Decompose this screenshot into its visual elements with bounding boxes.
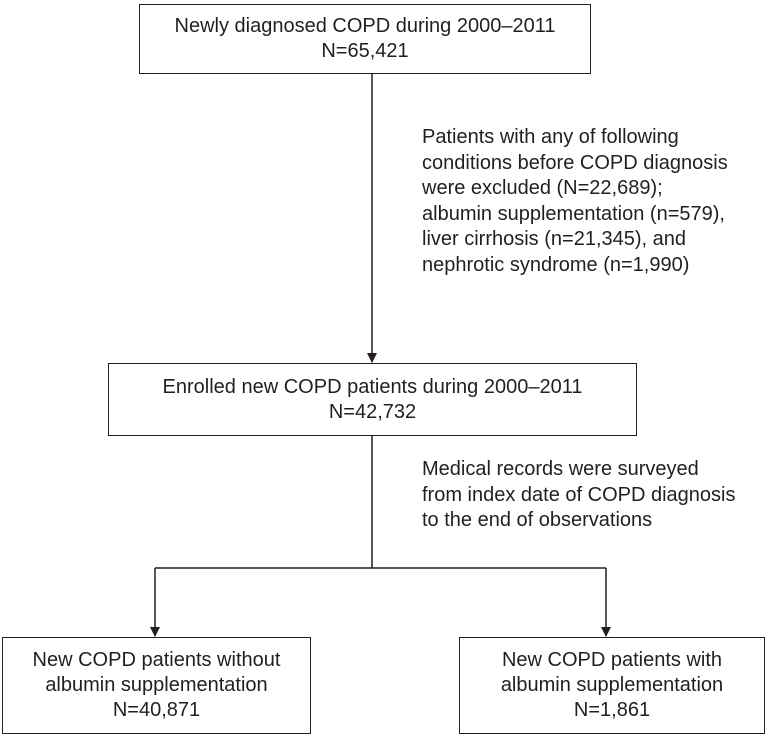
box-with-albumin-line: albumin supplementation <box>500 674 724 696</box>
exclusion-note-line: liver cirrhosis (n=21,345), and <box>422 228 687 250</box>
survey-note: Medical records were surveyed from index… <box>422 457 736 534</box>
box-enrolled-count: N=42,732 <box>328 400 417 423</box>
survey-note-line: Medical records were surveyed <box>422 458 699 480</box>
box-without-albumin-count: N=40,871 <box>112 699 201 721</box>
box-newly-diagnosed-count: N=65,421 <box>321 40 409 62</box>
box-newly-diagnosed: Newly diagnosed COPD during 2000–2011 N=… <box>139 4 591 74</box>
box-without-albumin: New COPD patients without albumin supple… <box>2 637 311 734</box>
box-enrolled: Enrolled new COPD patients during 2000–2… <box>108 363 637 436</box>
box-with-albumin: New COPD patients with albumin supplemen… <box>459 637 765 734</box>
box-without-albumin-line: New COPD patients without <box>32 649 281 671</box>
exclusion-note-line: were excluded (N=22,689); <box>422 177 663 199</box>
survey-note-line: from index date of COPD diagnosis <box>422 483 736 506</box>
box-enrolled-title: Enrolled new COPD patients during 2000–2… <box>162 375 583 398</box>
box-without-albumin-line: albumin supplementation <box>45 674 268 696</box>
exclusion-note-line: albumin supplementation (n=579), <box>422 202 725 225</box>
exclusion-note-line: Patients with any of following <box>422 126 679 148</box>
survey-note-line: to the end of observations <box>422 509 653 531</box>
exclusion-note-line: conditions before COPD diagnosis <box>422 151 728 174</box>
box-with-albumin-count: N=1,861 <box>573 699 651 721</box>
exclusion-note: Patients with any of following condition… <box>422 125 728 278</box>
box-with-albumin-line: New COPD patients with <box>501 649 723 671</box>
exclusion-note-line: nephrotic syndrome (n=1,990) <box>422 253 690 276</box>
box-newly-diagnosed-title: Newly diagnosed COPD during 2000–2011 <box>174 15 556 37</box>
